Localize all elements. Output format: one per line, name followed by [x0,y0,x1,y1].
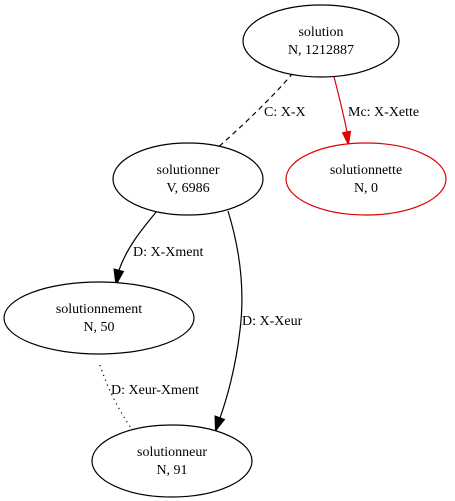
node-solutionnement[interactable]: solutionnement N, 50 [3,281,195,355]
node-label: solutionneur [137,445,207,460]
edge-solutionner-solutionneur: D: X-Xeur [214,210,303,433]
arrowhead-solutionnement [113,268,125,287]
edge-label-solution-solutionnette: Mc: X-Xette [348,105,419,120]
node-info: N, 1212887 [288,43,354,58]
edge-line-solutionner-solutionneur [219,210,243,419]
node-solutionnette[interactable]: solutionnette N, 0 [285,142,447,216]
node-info: N, 50 [83,320,114,335]
edge-solutionnement-solutionneur: D: Xeur-Xment [99,364,199,429]
edge-solution-solutionnette: Mc: X-Xette [332,72,419,147]
node-solutionneur[interactable]: solutionneur N, 91 [91,424,253,498]
edge-label-solution-solutionner: C: X-X [264,105,306,120]
node-ellipse [3,281,195,355]
arrowhead-solutionneur [214,415,226,433]
node-label: solution [298,25,343,40]
edge-line-solution-solutionner [214,72,294,151]
edge-label-solutionnement-solutionneur: D: Xeur-Xment [111,383,199,398]
node-ellipse [242,4,400,78]
node-solutionner[interactable]: solutionner V, 6986 [112,142,264,216]
node-ellipse [112,142,264,216]
node-info: V, 6986 [166,181,209,196]
node-solution[interactable]: solution N, 1212887 [242,4,400,78]
edge-solutionner-solutionnement: D: X-Xment [113,210,203,287]
edge-line-solution-solutionnette [332,72,348,133]
edge-label-solutionner-solutionnement: D: X-Xment [133,245,203,260]
node-label: solutionnement [56,302,142,317]
node-info: N, 0 [354,181,378,196]
arrowhead-solutionnette [341,130,352,147]
node-label: solutionner [157,163,220,178]
node-label: solutionnette [330,163,402,178]
node-ellipse [285,142,447,216]
node-info: N, 91 [156,463,187,478]
edge-line-solutionner-solutionnement [118,210,158,271]
node-ellipse [91,424,253,498]
edge-solution-solutionner: C: X-X [214,72,306,151]
edge-label-solutionner-solutionneur: D: X-Xeur [242,314,303,329]
